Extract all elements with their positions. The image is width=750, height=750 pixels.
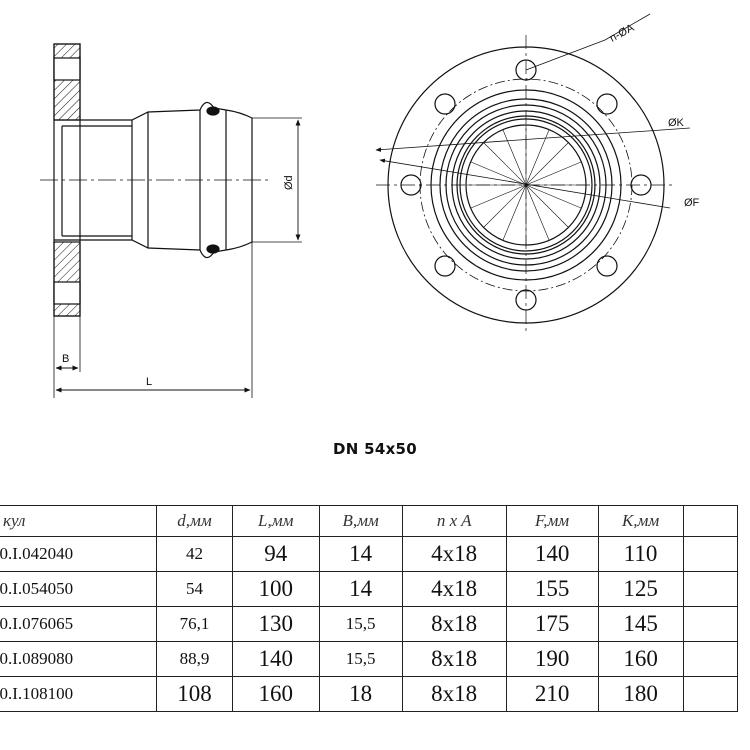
flange-bottom-section [53,241,81,317]
cell-f: 175 [505,606,599,642]
table-row: 80.I.054050 54 100 14 4x18 155 125 [0,571,739,607]
cell-nxa: 4x18 [401,536,507,572]
dim-label-b: B [62,353,69,365]
cell-nxa: 4x18 [401,571,507,607]
cell-k: 145 [597,606,684,642]
header-b: B,мм [318,505,403,537]
cell-k: 180 [597,676,684,712]
table-row: 80.I.076065 76,1 130 15,5 8x18 175 145 [0,606,739,642]
cell-f: 140 [505,536,599,572]
cell-extra [682,606,739,642]
flange-top-section [53,43,81,121]
cell-nxa: 8x18 [401,606,507,642]
bolt-hole-bottom [53,281,81,305]
dim-label-na: n-ØA [608,22,637,45]
cell-extra [682,571,739,607]
front-view [375,13,691,335]
o-ring-top [206,106,220,116]
cell-b: 14 [318,571,403,607]
cell-f: 190 [505,641,599,677]
cell-d: 76,1 [156,606,233,642]
dim-label-d: Ød [283,175,295,190]
cell-d: 54 [156,571,233,607]
cell-extra [682,641,739,677]
header-extra [682,505,739,537]
header-nxa: n x A [401,505,507,537]
bolt-hole-top [53,57,81,81]
o-ring-bottom [206,244,220,254]
cell-extra [682,676,739,712]
table-header-row: кул d,мм L,мм B,мм n x A F,мм K,мм [0,505,739,537]
header-d: d,мм [156,505,233,537]
cell-f: 210 [505,676,599,712]
cell-f: 155 [505,571,599,607]
cell-d: 108 [156,676,233,712]
cell-l: 100 [231,571,320,607]
header-article: кул [0,505,158,537]
cell-k: 110 [597,536,684,572]
table-row: 80.I.089080 88,9 140 15,5 8x18 190 160 [0,641,739,677]
dim-label-l: L [146,376,152,388]
header-k: K,мм [597,505,684,537]
cell-k: 160 [597,641,684,677]
table-row: 80.I.042040 42 94 14 4x18 140 110 [0,536,739,572]
cell-article: 80.I.108100 [0,676,158,712]
cell-extra [682,536,739,572]
cell-article: 80.I.089080 [0,641,158,677]
table-row: 80.I.108100 108 160 18 8x18 210 180 [0,676,739,712]
cell-l: 130 [231,606,320,642]
cell-b: 18 [318,676,403,712]
spec-table: кул d,мм L,мм B,мм n x A F,мм K,мм 80.I.… [0,505,739,712]
cell-nxa: 8x18 [401,676,507,712]
cell-article: 80.I.042040 [0,536,158,572]
header-f: F,мм [505,505,599,537]
model-title: DN 54x50 [332,440,418,458]
cell-b: 15,5 [318,641,403,677]
cell-d: 42 [156,536,233,572]
header-l: L,мм [231,505,320,537]
cell-b: 14 [318,536,403,572]
dim-label-k: ØK [668,117,685,129]
cell-article: 80.I.054050 [0,571,158,607]
side-view [40,43,302,398]
cell-k: 125 [597,571,684,607]
cell-l: 160 [231,676,320,712]
cell-article: 80.I.076065 [0,606,158,642]
dim-label-f: ØF [684,197,700,209]
cell-l: 140 [231,641,320,677]
cell-l: 94 [231,536,320,572]
technical-drawing: Ød B L [40,13,700,398]
cell-d: 88,9 [156,641,233,677]
cell-b: 15,5 [318,606,403,642]
cell-nxa: 8x18 [401,641,507,677]
